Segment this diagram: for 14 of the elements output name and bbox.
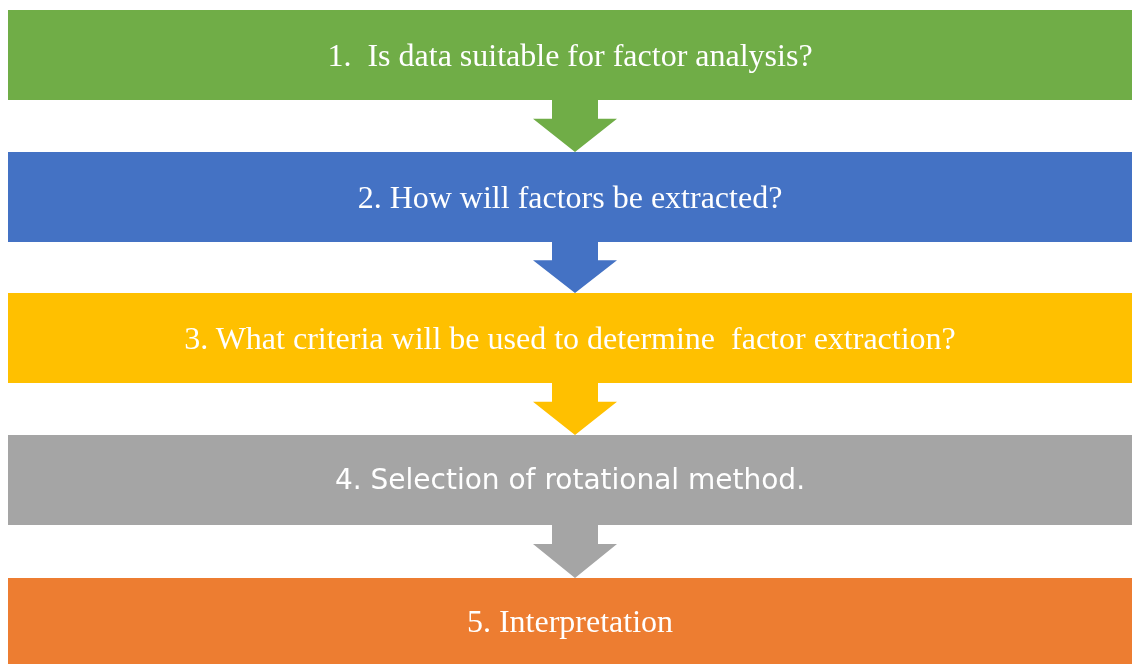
step-text: 5. Interpretation xyxy=(466,602,674,641)
process-band xyxy=(8,435,1132,525)
block-arrow xyxy=(533,100,617,152)
process-band xyxy=(8,293,1132,383)
step-text: 1. Is data suitable for factor analysis? xyxy=(327,36,813,75)
step-text: 4. Selection of rotational method. xyxy=(334,462,806,498)
step-text: 2. How will factors be extracted? xyxy=(357,178,783,217)
process-band xyxy=(8,152,1132,242)
block-arrow xyxy=(533,242,617,293)
block-arrow xyxy=(533,525,617,578)
block-arrow xyxy=(533,383,617,435)
process-band xyxy=(8,10,1132,100)
process-band xyxy=(8,578,1132,664)
step-text: 3. What criteria will be used to determine factor extraction? xyxy=(184,319,956,358)
